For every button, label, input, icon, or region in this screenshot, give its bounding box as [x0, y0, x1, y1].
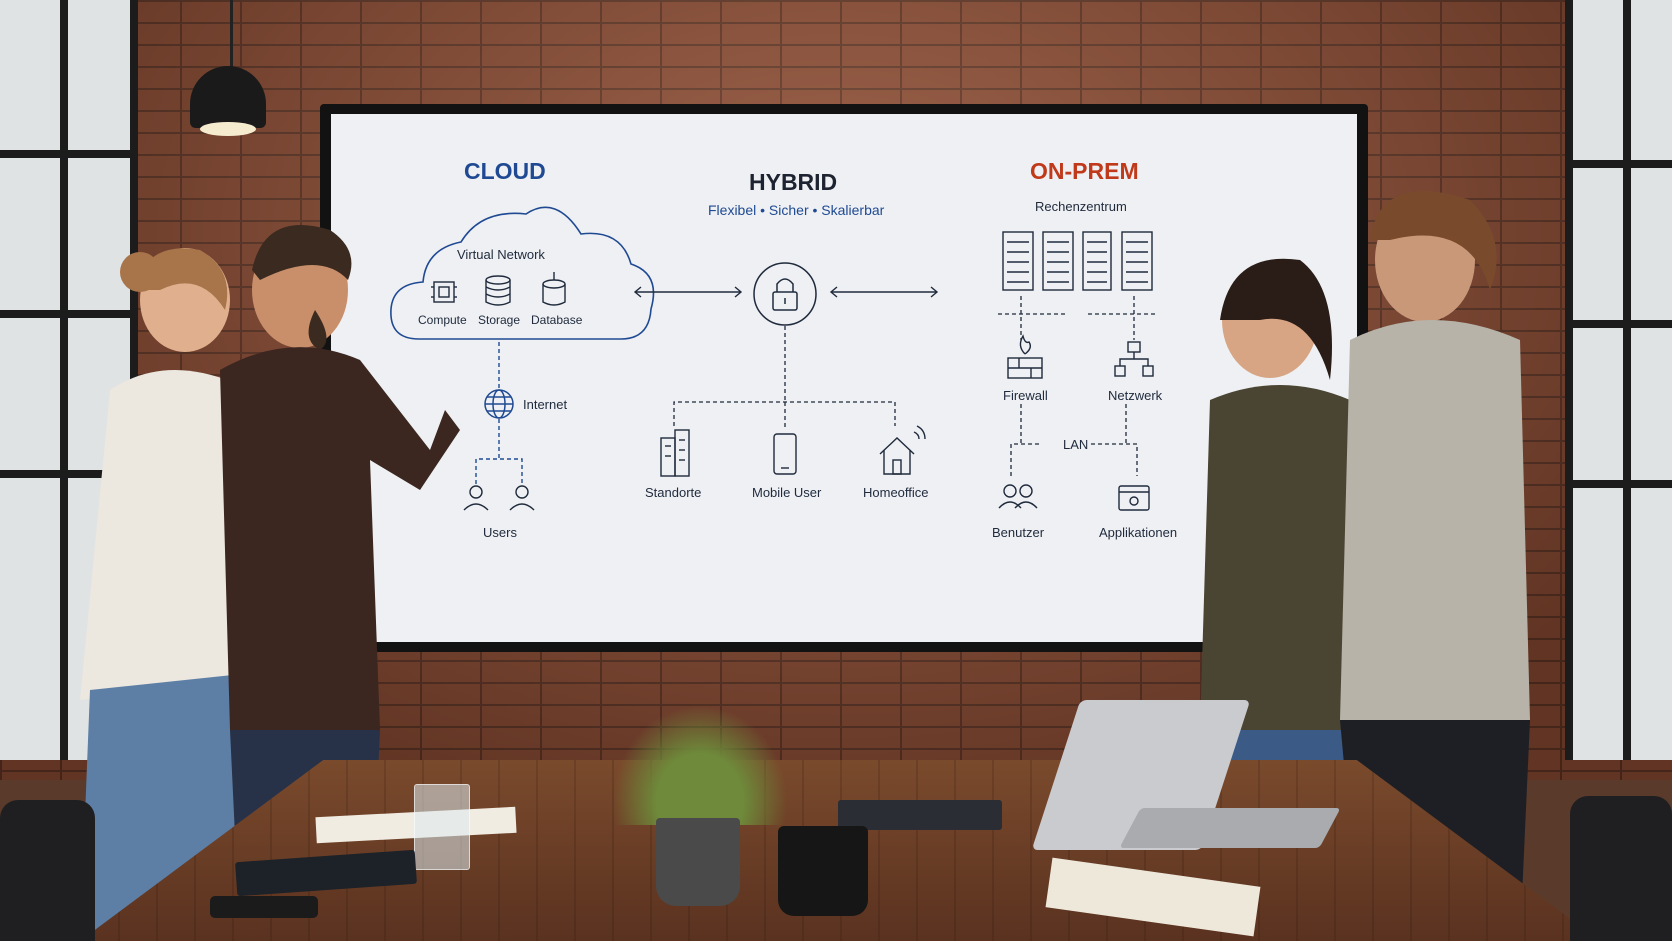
- lamp-cord: [230, 0, 233, 68]
- chair-right: [1570, 796, 1672, 941]
- phone-icon: [773, 433, 797, 475]
- database-label: Database: [531, 313, 583, 327]
- database-icon: [542, 272, 566, 306]
- hybrid-title: HYBRID: [749, 169, 838, 195]
- onprem-title: ON-PREM: [1030, 158, 1139, 184]
- storage-label: Storage: [478, 313, 521, 327]
- user-icon: [463, 485, 535, 511]
- firewall-label: Firewall: [1003, 388, 1048, 403]
- datacenter-label: Rechenzentrum: [1035, 199, 1127, 214]
- smartphone: [210, 896, 318, 918]
- compute-label: Compute: [418, 313, 467, 327]
- virtual-network-label: Virtual Network: [457, 247, 545, 262]
- display-screen: [331, 114, 1357, 642]
- closed-laptop: [838, 800, 1002, 830]
- network-icon: [1114, 341, 1154, 377]
- pendant-lamp: [190, 66, 266, 128]
- cpu-icon: [431, 281, 457, 303]
- building-icon: [660, 429, 690, 477]
- firewall-icon: [1007, 334, 1043, 379]
- homeoffice-label: Homeoffice: [863, 485, 929, 500]
- storage-icon: [485, 275, 511, 306]
- globe-icon: [484, 389, 514, 419]
- netzwerk-label: Netzwerk: [1108, 388, 1163, 403]
- internet-label: Internet: [523, 397, 568, 412]
- benutzer-label: Benutzer: [992, 525, 1045, 540]
- laptop-base: [1119, 808, 1341, 848]
- plant-pot: [656, 818, 740, 906]
- plant-leaves: [612, 705, 788, 825]
- network-diagram: CLOUD Virtual Network Compute Storage Da…: [331, 114, 1357, 642]
- applikationen-label: Applikationen: [1099, 525, 1178, 540]
- users-label: Users: [483, 525, 517, 540]
- diagram-graphics: [390, 206, 1156, 511]
- coffee-mug: [778, 826, 868, 916]
- cloud-title: CLOUD: [464, 158, 546, 184]
- house-icon: [879, 425, 926, 475]
- water-glass: [414, 784, 470, 870]
- hybrid-tagline: Flexibel • Sicher • Skalierbar: [708, 202, 885, 218]
- lamp-light: [200, 122, 256, 136]
- standorte-label: Standorte: [645, 485, 702, 500]
- lock-icon: [753, 262, 817, 326]
- server-rack-icon: [1002, 231, 1153, 291]
- chair-left: [0, 800, 95, 941]
- users-icon: [998, 484, 1038, 509]
- app-window-icon: [1118, 485, 1150, 511]
- mobile-user-label: Mobile User: [752, 485, 822, 500]
- lan-label: LAN: [1063, 437, 1089, 452]
- right-window: [1565, 0, 1672, 760]
